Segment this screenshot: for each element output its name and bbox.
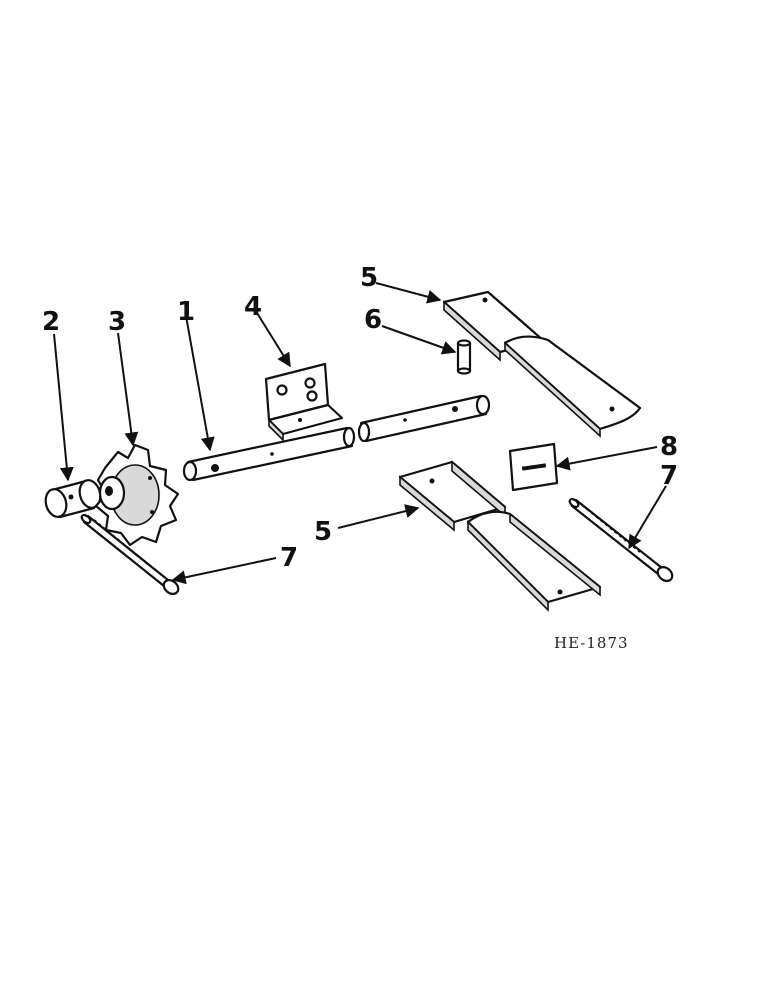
callout-7-right: 7 [660, 461, 678, 491]
callout-3: 3 [108, 307, 126, 337]
sprocket-part [94, 443, 180, 547]
guide-upper-part [442, 290, 642, 438]
bolt-right-part [568, 497, 674, 582]
callout-8: 8 [660, 432, 678, 462]
pin-part [456, 339, 472, 375]
figure-id: HE-1873 [554, 634, 629, 652]
bushing-part [44, 479, 102, 519]
callout-6: 6 [364, 305, 382, 335]
callout-1: 1 [177, 297, 195, 327]
plate-part [508, 442, 559, 492]
shaft-part [182, 394, 491, 482]
callout-5-bottom: 5 [314, 517, 332, 547]
bracket-part [264, 362, 344, 442]
callout-5-top: 5 [360, 263, 378, 293]
callout-labels: 2 3 1 4 5 6 8 7 5 7 [42, 263, 678, 573]
callout-2: 2 [42, 307, 60, 337]
leader-lines [53, 282, 667, 585]
bolt-left-part [80, 513, 180, 595]
guide-lower-part [398, 460, 602, 612]
callout-7-left: 7 [280, 543, 298, 573]
callout-4: 4 [244, 292, 262, 322]
